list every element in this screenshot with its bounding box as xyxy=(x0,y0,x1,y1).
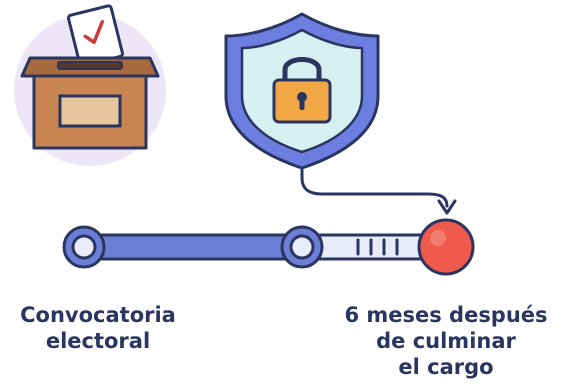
timeline-end-marker xyxy=(417,218,475,276)
curved-arrow-icon xyxy=(300,168,457,215)
timeline-start-label-line: Convocatoria xyxy=(20,303,176,327)
arrow-head xyxy=(437,199,457,215)
check-mark-icon xyxy=(83,20,105,45)
timeline xyxy=(62,218,475,276)
keyhole-icon xyxy=(297,92,307,102)
timeline-track xyxy=(80,233,306,261)
shield-lock-icon xyxy=(224,12,380,170)
timeline-start-label-line: electoral xyxy=(45,329,151,353)
lock-shackle xyxy=(282,57,322,85)
timeline-start-label: Convocatoria electoral xyxy=(0,302,196,354)
ballot-box-icon xyxy=(14,4,166,166)
timeline-end-label-line: de culminar xyxy=(376,329,516,353)
timeline-end-label-line: 6 meses después xyxy=(344,303,548,327)
timeline-ticks xyxy=(356,238,399,256)
ballot-slot xyxy=(57,61,123,70)
ballot-box-label-plate xyxy=(58,94,122,128)
timeline-end-label-line: el cargo xyxy=(398,355,494,379)
timeline-end-label: 6 meses después de culminar el cargo xyxy=(332,302,560,380)
